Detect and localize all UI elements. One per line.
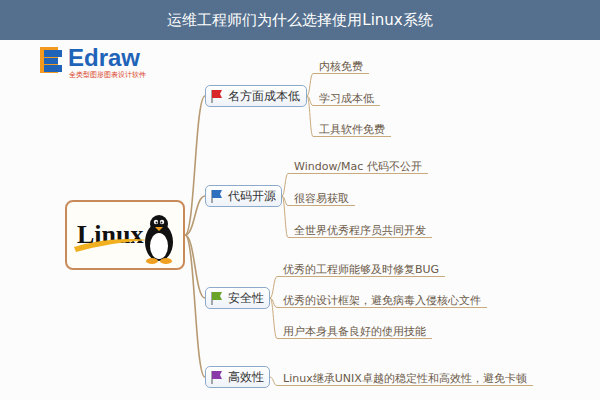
subtopic-text: 学习成本低 bbox=[319, 92, 374, 105]
title-text: 运维工程师们为什么选择使用Linux系统 bbox=[0, 0, 600, 40]
central-topic: Linux bbox=[65, 200, 185, 270]
connector bbox=[270, 298, 277, 339]
subtopic-text: Linux继承UNIX卓越的稳定性和高效性，避免卡顿 bbox=[283, 372, 527, 385]
topic-text: 高效性 bbox=[228, 369, 264, 386]
swoosh bbox=[74, 239, 150, 252]
subtopic: 全世界优秀程序员共同开发 bbox=[288, 220, 432, 238]
main-topic-box: 名方面成本低 bbox=[205, 85, 307, 107]
flag-icon bbox=[212, 90, 222, 103]
flag-icon bbox=[212, 371, 222, 384]
subtopic-text: 内核免费 bbox=[319, 60, 363, 73]
subtopic: 内核免费 bbox=[313, 56, 369, 74]
topic-text: 名方面成本低 bbox=[228, 88, 300, 105]
subtopic: 学习成本低 bbox=[313, 88, 380, 106]
subtopic-text: 工具软件免费 bbox=[319, 123, 385, 136]
connector bbox=[185, 96, 205, 235]
logo-bar bbox=[44, 65, 62, 72]
topic-text: 代码开源 bbox=[228, 188, 276, 205]
subtopic: 用户本身具备良好的使用技能 bbox=[277, 321, 432, 339]
subtopic: Linux继承UNIX卓越的稳定性和高效性，避免卡顿 bbox=[277, 368, 533, 386]
logo-text: Edraw bbox=[68, 44, 140, 72]
connector bbox=[270, 277, 277, 299]
subtopic-text: 用户本身具备良好的使用技能 bbox=[283, 325, 426, 338]
main-topic-box: 代码开源 bbox=[205, 185, 282, 207]
subtopic: 工具软件免费 bbox=[313, 119, 391, 137]
subtopic: 优秀的设计框架，避免病毒入侵核心文件 bbox=[277, 290, 487, 308]
connector bbox=[270, 377, 277, 386]
subtopic: Window/Mac 代码不公开 bbox=[288, 156, 428, 174]
penguin-illustration bbox=[145, 215, 173, 264]
connector bbox=[185, 235, 205, 377]
subtopic-text: Window/Mac 代码不公开 bbox=[294, 160, 422, 173]
logo-icon bbox=[40, 47, 62, 73]
subtopic-text: 优秀的设计框架，避免病毒入侵核心文件 bbox=[283, 294, 481, 307]
logo-bar bbox=[44, 50, 62, 57]
subtopic-text: 优秀的工程师能够及时修复BUG bbox=[283, 263, 439, 276]
flag-icon bbox=[212, 292, 222, 305]
subtopic: 优秀的工程师能够及时修复BUG bbox=[277, 259, 445, 277]
connector bbox=[185, 196, 205, 235]
logo-bar bbox=[44, 58, 58, 64]
central-text: Linux bbox=[77, 220, 144, 250]
flag-icon bbox=[212, 190, 222, 203]
main-topic-box: 高效性 bbox=[205, 366, 270, 388]
subtopic-text: 很容易获取 bbox=[294, 192, 349, 205]
subtopic-text: 全世界优秀程序员共同开发 bbox=[294, 224, 426, 237]
logo-subtitle: 全类型图形图表设计软件 bbox=[69, 70, 146, 80]
topic-text: 安全性 bbox=[228, 290, 264, 307]
connector bbox=[185, 235, 205, 298]
logo-block bbox=[40, 47, 58, 73]
main-topic-box: 安全性 bbox=[205, 287, 270, 309]
subtopic: 很容易获取 bbox=[288, 188, 355, 206]
